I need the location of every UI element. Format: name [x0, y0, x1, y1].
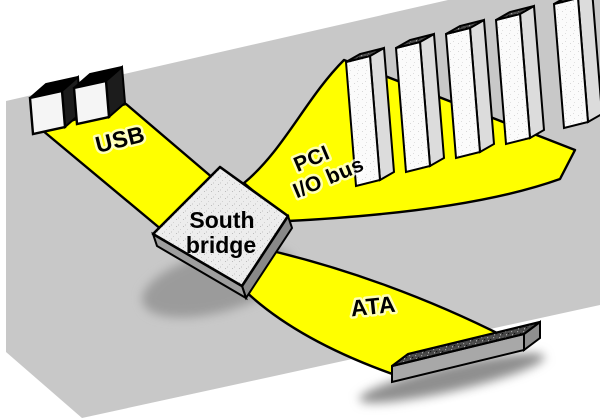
- usb-port-front-face: [28, 89, 67, 136]
- pci-slot-front-face: [552, 0, 590, 130]
- ata-label: ATA: [349, 291, 397, 322]
- pci-slot: [552, 0, 600, 130]
- pci-slot: [444, 18, 496, 160]
- ata-connector-top-face: [391, 320, 541, 368]
- pci-slot: [394, 32, 446, 174]
- pci-slot-top-cap: [395, 33, 435, 49]
- usb-port-front-face: [72, 79, 111, 126]
- ata-connector-shadow: [359, 353, 545, 403]
- southbridge-chip-top-face: [151, 165, 290, 288]
- pci-slot-top-cap: [345, 47, 385, 63]
- southbridge-label-line2: bridge: [186, 232, 256, 258]
- pci-slot: [344, 46, 396, 188]
- pci-slot-top-cap: [445, 19, 485, 35]
- pci-slot-top-cap: [553, 0, 575, 5]
- pci-slot: [494, 4, 546, 146]
- southbridge-chip: South bridge: [151, 165, 294, 301]
- usb-port: [72, 64, 127, 126]
- ata-connector: [391, 320, 541, 384]
- pci-slot-top-cap: [495, 5, 535, 21]
- southbridge-label-line1: South: [189, 207, 254, 233]
